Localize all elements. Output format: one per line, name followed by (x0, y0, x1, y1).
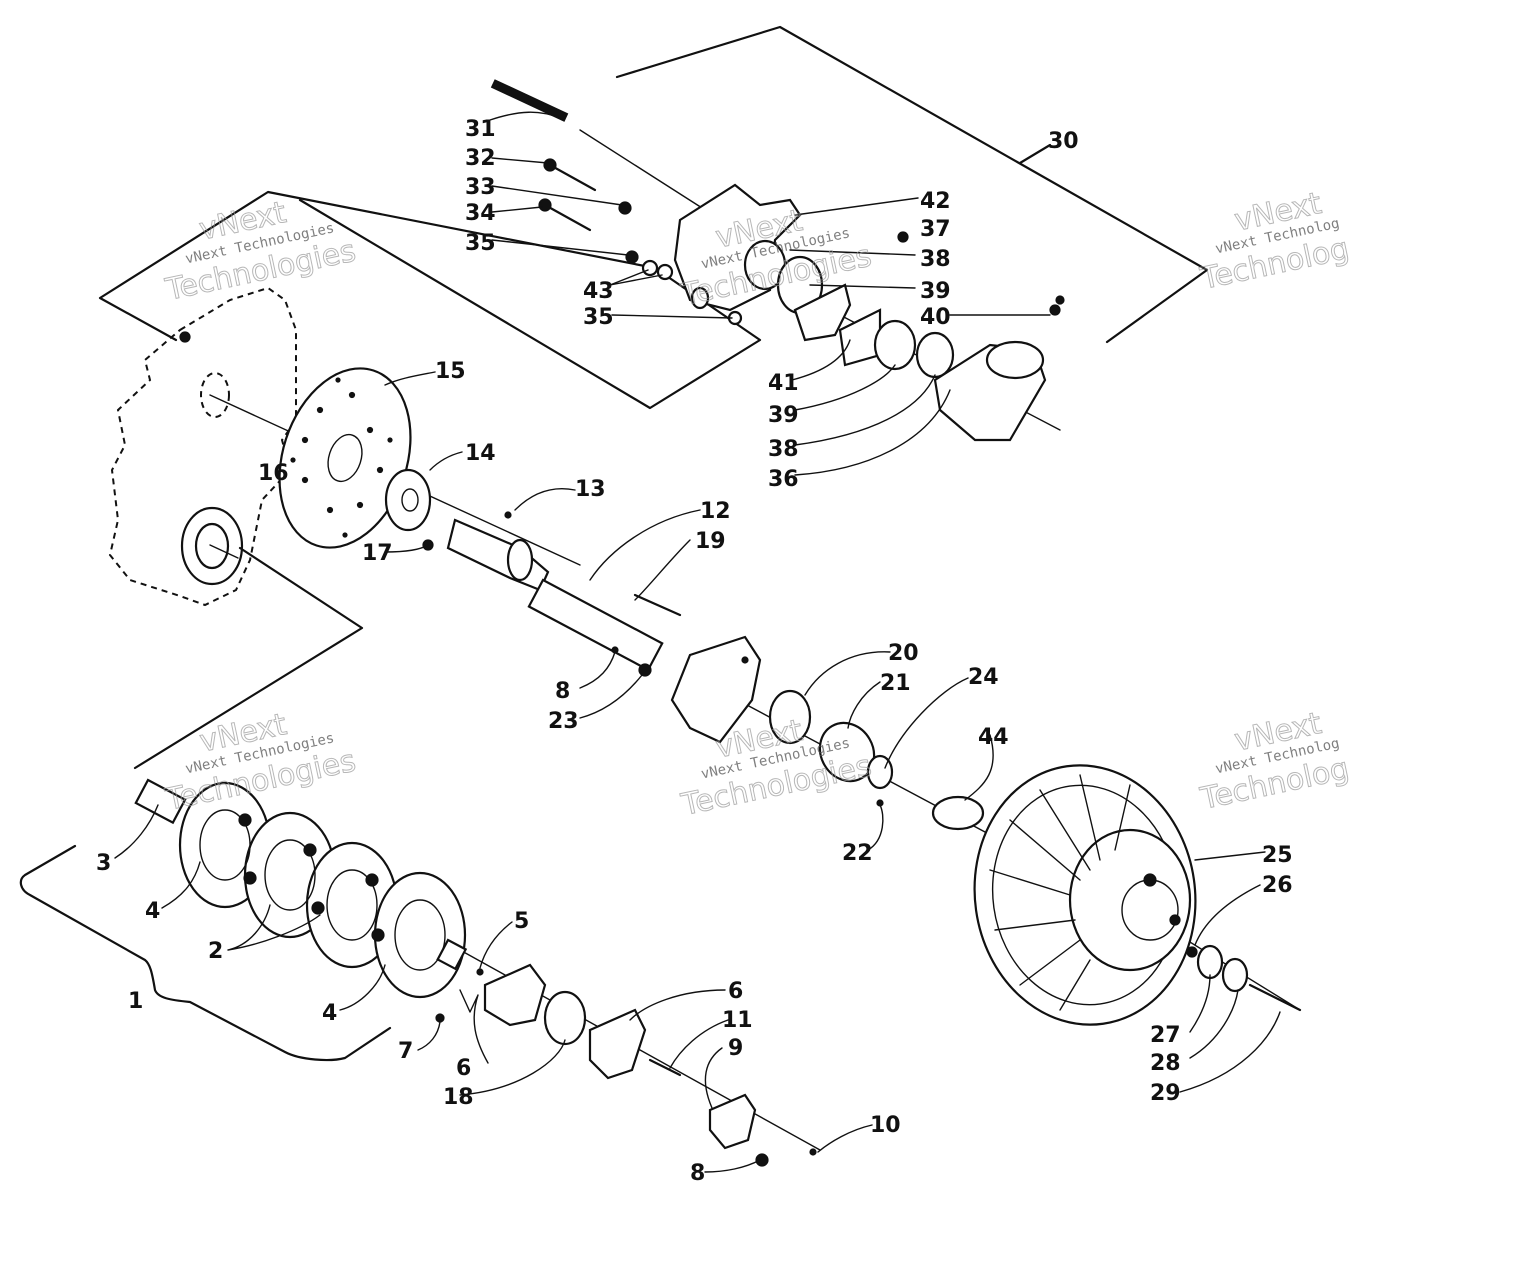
callout-14: 14 (465, 441, 496, 466)
callout-31: 31 (465, 117, 496, 142)
callout-17: 17 (362, 541, 393, 566)
callout-34: 34 (465, 201, 496, 226)
callout-1: 1 (128, 989, 143, 1014)
lower-bearing-set (435, 963, 817, 1167)
callout-33: 33 (465, 175, 496, 200)
shaft-with-keys (422, 511, 682, 672)
callout-16: 16 (258, 461, 289, 486)
disc-hub (384, 468, 432, 532)
callout-3: 3 (96, 851, 111, 876)
callout-7: 7 (398, 1039, 413, 1064)
watermark-6: vNext vNext Technolog Technolog (1196, 706, 1352, 818)
callout-13: 13 (575, 477, 606, 502)
chain-case (108, 286, 297, 607)
group-bracket-1 (19, 844, 392, 1062)
callout-27: 27 (1150, 1023, 1181, 1048)
callout-41: 41 (768, 371, 799, 396)
bearing-flange-upper (611, 635, 985, 831)
callout-4a: 4 (145, 899, 160, 924)
watermark-3: vNext vNext Technolog Technolog (1196, 186, 1352, 298)
callout-42: 42 (920, 189, 951, 214)
track-drive-sprockets (134, 778, 468, 999)
driven-pulley (973, 764, 1302, 1026)
callout-15: 15 (435, 359, 466, 384)
callout-24: 24 (968, 665, 999, 690)
callout-30: 30 (1048, 129, 1079, 154)
callout-44: 44 (978, 725, 1009, 750)
callout-38a: 38 (920, 247, 951, 272)
watermark-4: vNext vNext Technologies Technologies (162, 707, 360, 819)
callout-5: 5 (514, 909, 529, 934)
callout-35a: 35 (465, 231, 496, 256)
callout-20: 20 (888, 641, 919, 666)
callout-43: 43 (583, 279, 614, 304)
callout-11: 11 (722, 1008, 753, 1033)
callout-40: 40 (920, 305, 951, 330)
callout-4b: 4 (322, 1001, 337, 1026)
callout-28: 28 (1150, 1051, 1181, 1076)
callout-26: 26 (1262, 873, 1293, 898)
callout-6a: 6 (456, 1056, 471, 1081)
callout-2: 2 (208, 939, 223, 964)
callout-numbers: 1 2 3 4 4 5 6 6 7 8 8 9 10 11 12 13 14 1… (96, 117, 1293, 1186)
group-bracket-drive (133, 546, 364, 770)
brake-disc (278, 367, 412, 549)
callout-36: 36 (768, 467, 799, 492)
callout-6b: 6 (728, 979, 743, 1004)
callout-23: 23 (548, 709, 579, 734)
callout-18: 18 (443, 1085, 474, 1110)
callout-25: 25 (1262, 843, 1293, 868)
callout-37: 37 (920, 217, 951, 242)
callout-29: 29 (1150, 1081, 1181, 1106)
callout-32: 32 (465, 146, 496, 171)
callout-9: 9 (728, 1036, 743, 1061)
callout-22: 22 (842, 841, 873, 866)
callout-38b: 38 (768, 437, 799, 462)
callout-35b: 35 (583, 305, 614, 330)
callout-8a: 8 (555, 679, 570, 704)
callout-39a: 39 (920, 279, 951, 304)
leader-lines (114, 111, 1281, 1173)
group-bracket-30 (615, 25, 1209, 344)
callout-10: 10 (870, 1113, 901, 1138)
brake-caliper-assembly (490, 79, 1065, 442)
callout-39b: 39 (768, 403, 799, 428)
callout-12: 12 (700, 499, 731, 524)
callout-21: 21 (880, 671, 911, 696)
callout-8b: 8 (690, 1161, 705, 1186)
callout-19: 19 (695, 529, 726, 554)
